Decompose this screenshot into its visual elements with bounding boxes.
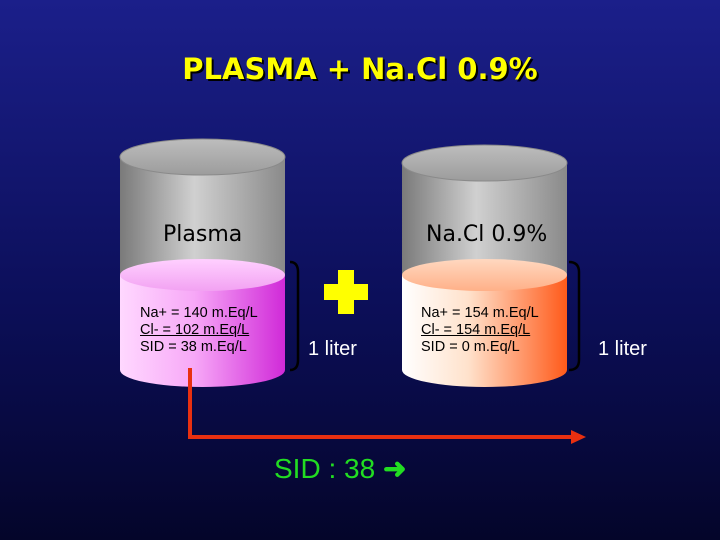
sid-result: SID : 38 ➜	[274, 452, 406, 485]
left-volume-bracket	[289, 260, 300, 372]
plasma-sid-line: SID = 38 m.Eq/L	[140, 339, 247, 355]
nacl-values: Na+ = 154 m.Eq/L Cl- = 154 m.Eq/L SID = …	[421, 305, 539, 356]
plasma-cl-line: Cl- = 102 m.Eq/L	[140, 322, 250, 338]
nacl-na-line: Na+ = 154 m.Eq/L	[421, 305, 539, 321]
plasma-values: Na+ = 140 m.Eq/L Cl- = 102 m.Eq/L SID = …	[140, 305, 258, 356]
page-title: PLASMA + Na.Cl 0.9%	[182, 52, 538, 86]
sid-result-text: SID : 38	[274, 453, 376, 484]
plus-icon	[324, 270, 368, 314]
plasma-cylinder	[119, 138, 286, 387]
nacl-cylinder	[401, 144, 568, 387]
nacl-cl-line: Cl- = 154 m.Eq/L	[421, 322, 531, 338]
nacl-label: Na.Cl 0.9%	[426, 222, 548, 247]
plasma-na-line: Na+ = 140 m.Eq/L	[140, 305, 258, 321]
right-volume-label: 1 liter	[598, 338, 647, 360]
nacl-sid-line: SID = 0 m.Eq/L	[421, 339, 520, 355]
sid-arrow-connector	[188, 368, 586, 444]
right-arrow-icon: ➜	[382, 453, 407, 484]
middle-volume-label: 1 liter	[308, 338, 357, 360]
plasma-label: Plasma	[163, 222, 243, 247]
right-volume-bracket	[568, 260, 581, 372]
